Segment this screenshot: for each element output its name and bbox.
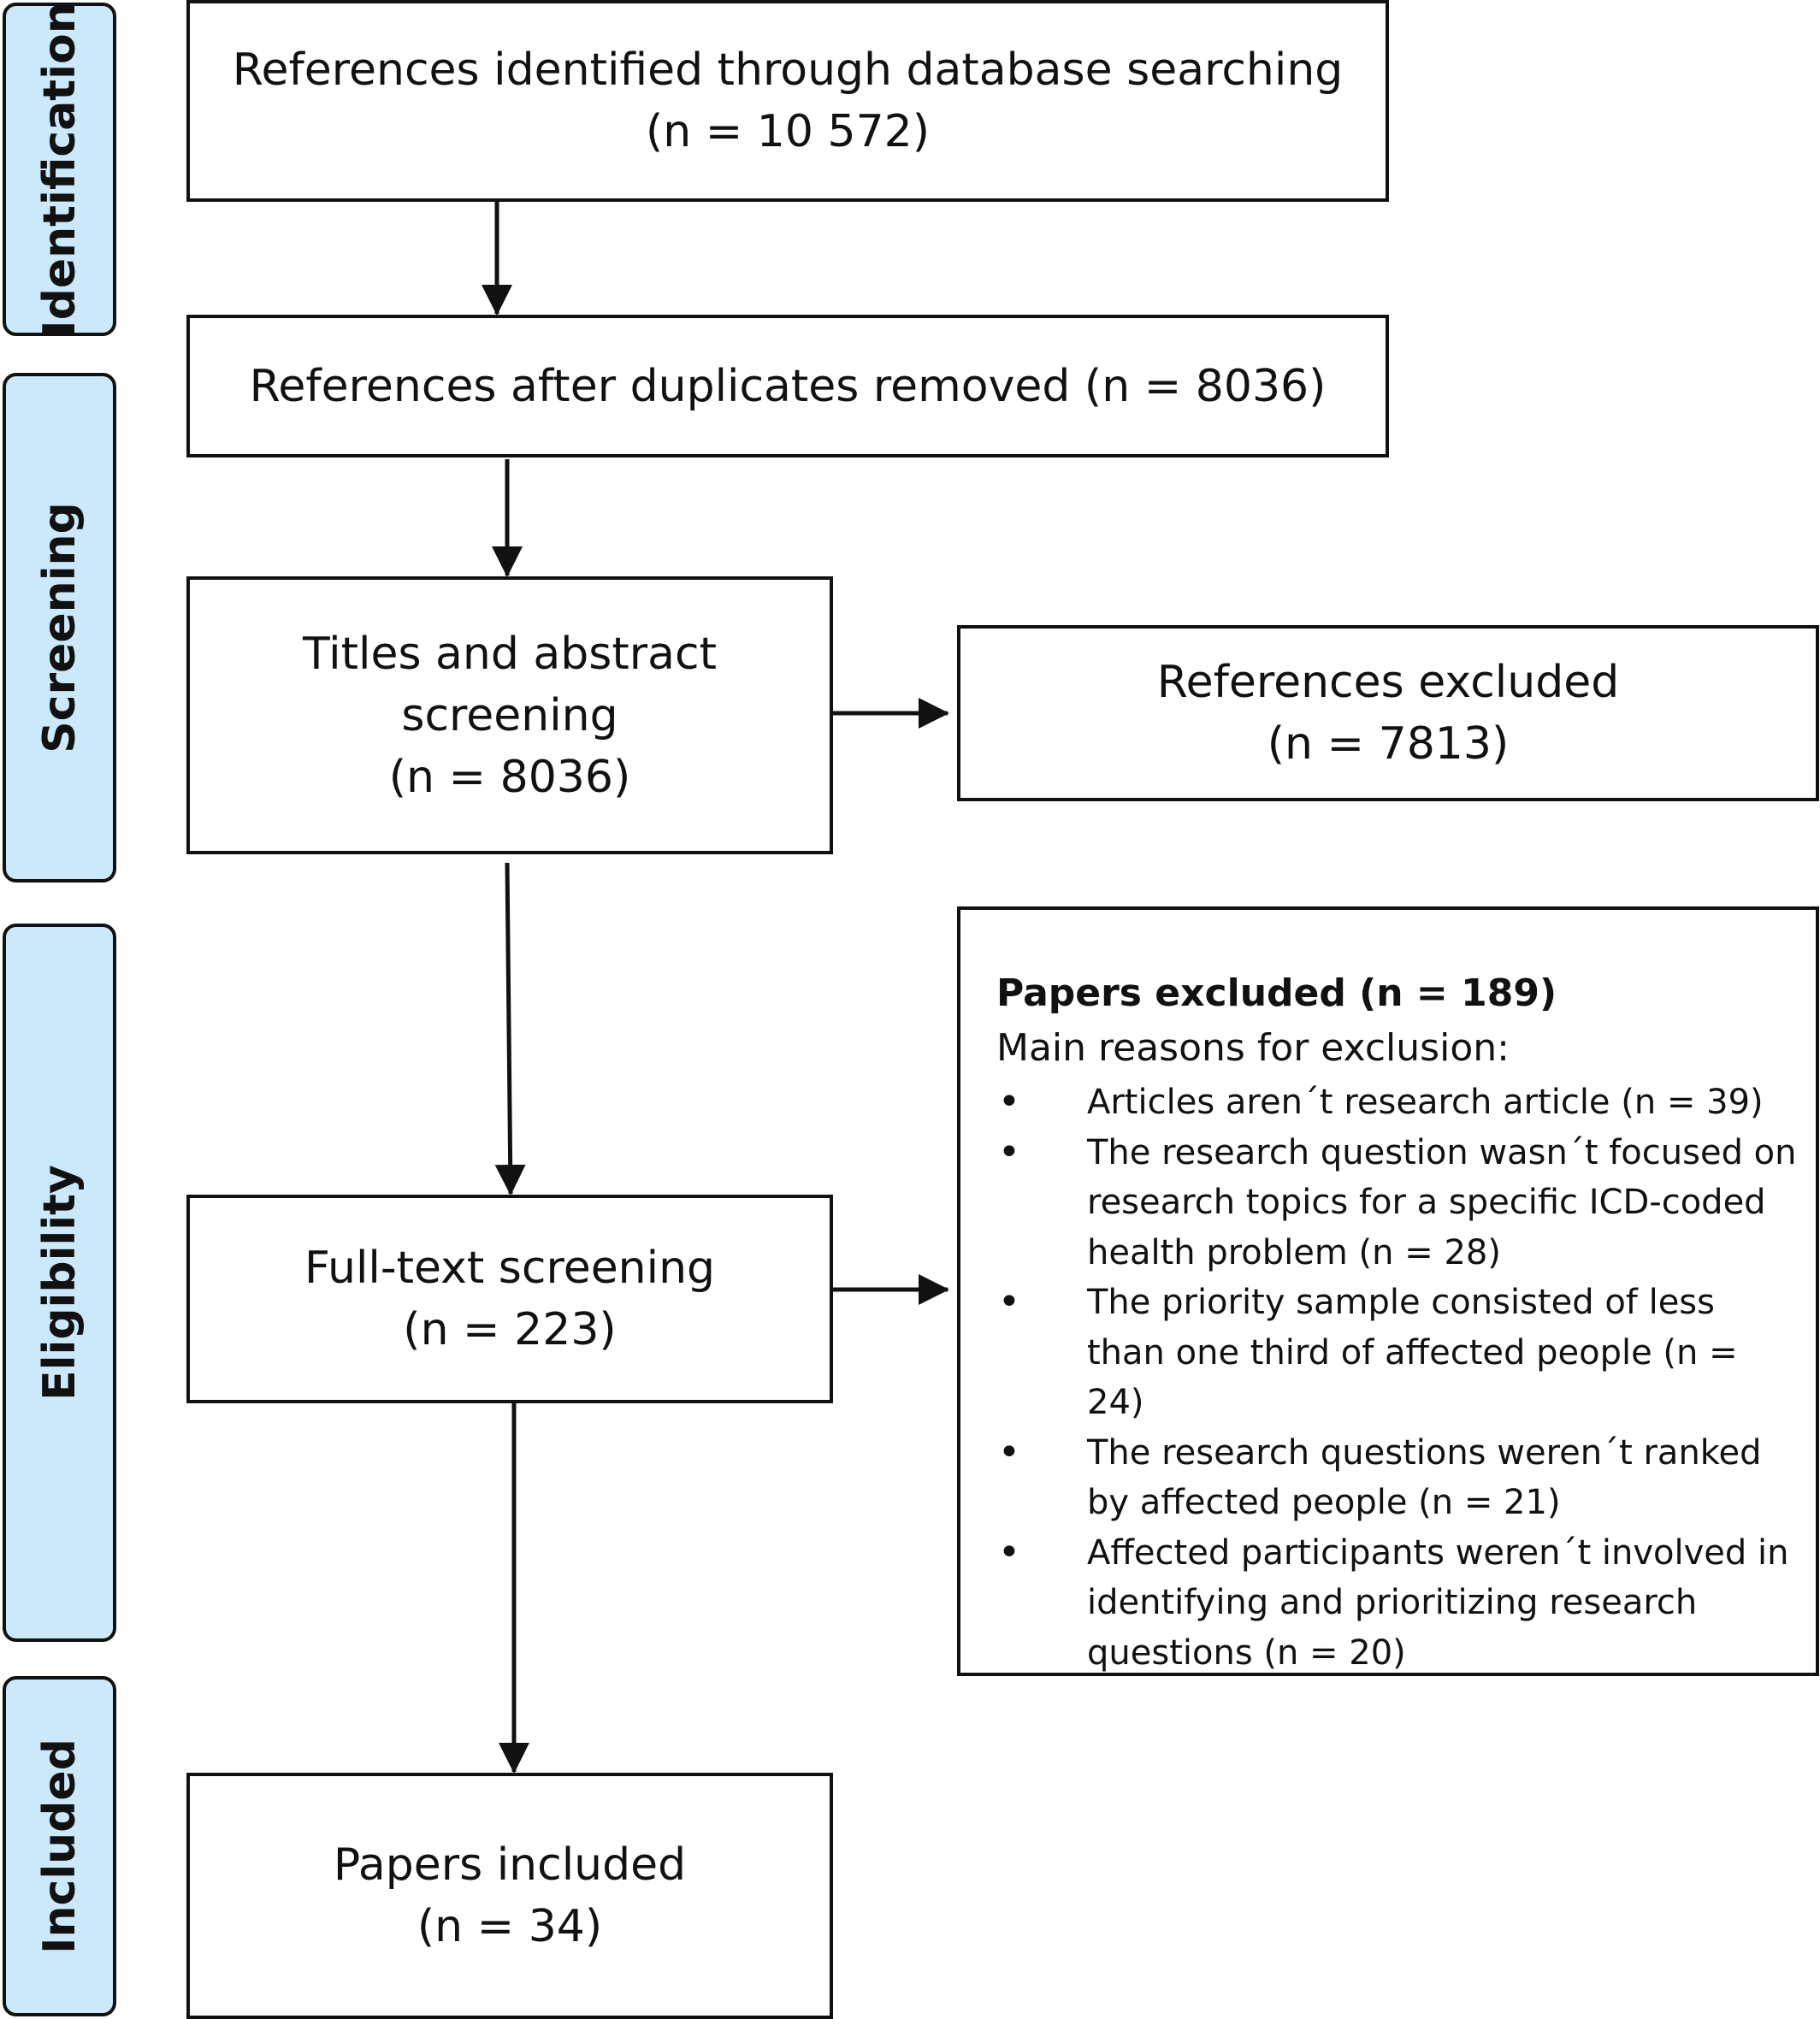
exclusion-reason: The priority sample consisted of less th… [996, 1278, 1799, 1428]
box-title-abstract-line2: screening [401, 689, 618, 741]
exclusion-reason: Affected participants weren´t involved i… [996, 1528, 1799, 1679]
exclusion-reason: The research questions weren´t ranked by… [996, 1428, 1799, 1528]
box-full-text-screening-text: Full-text screening [304, 1243, 716, 1294]
phase-included: Included [3, 1676, 116, 2016]
box-references-excluded-count: (n = 7813) [1267, 718, 1510, 770]
box-title-abstract-count: (n = 8036) [388, 751, 631, 803]
exclusion-reason: The research question wasn´t focused on … [996, 1128, 1799, 1278]
box-references-identified-count: (n = 10 572) [645, 106, 931, 157]
arrow-title-abstract-to-full-text [494, 862, 526, 1195]
box-papers-included: Papers included (n = 34) [186, 1773, 833, 2019]
box-references-identified-text: References identified through database s… [232, 44, 1344, 96]
phase-eligibility: Eligibility [3, 924, 116, 1642]
phase-identification: Identification [3, 2, 116, 337]
box-title-abstract-line1: Titles and abstract [303, 628, 717, 680]
box-full-text-screening-count: (n = 223) [403, 1304, 617, 1355]
papers-excluded-title: Papers excluded (n = 189) [996, 971, 1557, 1015]
box-references-excluded-text: References excluded [1156, 657, 1620, 708]
box-title-abstract-screening: Titles and abstract screening (n = 8036) [186, 576, 833, 854]
phase-screening: Screening [3, 373, 116, 883]
box-references-identified: References identified through database s… [186, 0, 1389, 202]
exclusion-reasons-list: Articles aren´t research article (n = 39… [996, 1077, 1799, 1678]
box-references-excluded: References excluded (n = 7813) [957, 625, 1819, 801]
box-duplicates-removed-text: References after duplicates removed (n =… [249, 360, 1327, 412]
box-papers-included-count: (n = 34) [417, 1901, 603, 1952]
box-papers-excluded: Papers excluded (n = 189) Main reasons f… [957, 906, 1819, 1676]
exclusion-reason: Articles aren´t research article (n = 39… [996, 1077, 1799, 1128]
box-papers-included-text: Papers included [333, 1839, 687, 1891]
papers-excluded-subtitle: Main reasons for exclusion: [996, 1026, 1510, 1070]
box-duplicates-removed: References after duplicates removed (n =… [186, 315, 1389, 458]
box-full-text-screening: Full-text screening (n = 223) [186, 1195, 833, 1403]
